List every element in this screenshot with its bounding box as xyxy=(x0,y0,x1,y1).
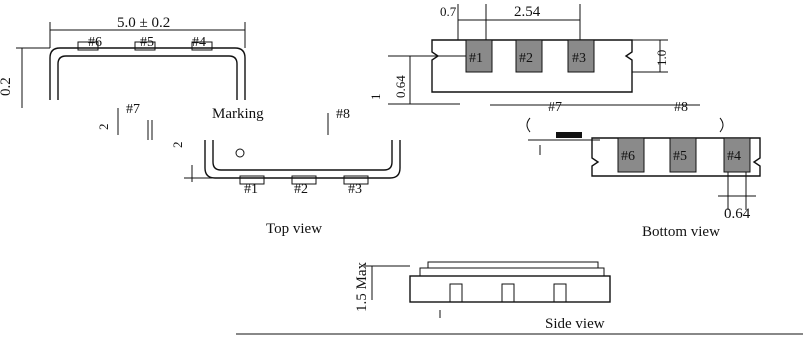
top-package-upper-outline xyxy=(49,47,246,100)
dim-1: 1 xyxy=(368,94,383,101)
top-left-dim: 0.2 xyxy=(0,77,14,96)
top-width-dim: 5.0 ± 0.2 xyxy=(117,15,170,31)
side-lid xyxy=(427,261,599,269)
bottom-pin-3: #3 xyxy=(572,51,586,66)
top-pin-1: #1 xyxy=(244,182,258,197)
side-height-dim: 1.5 Max xyxy=(354,262,370,312)
bottom-lower-strip xyxy=(591,137,761,177)
side-view: 1.5 Max Side view xyxy=(236,261,803,335)
top-pin-2: #2 xyxy=(294,182,308,197)
bottom-pin-6: #6 xyxy=(621,149,635,164)
top-small-dim-right: 2 xyxy=(170,142,185,149)
top-pin-5: #5 xyxy=(140,35,154,50)
bottom-upper-strip xyxy=(431,39,633,93)
pad-6 xyxy=(617,137,645,173)
side-body xyxy=(409,275,611,303)
bottom-pin-5: #5 xyxy=(673,149,687,164)
top-small-dim: 2 xyxy=(96,124,111,131)
pin1-marker xyxy=(235,148,245,158)
bottom-view: 0.7 2.54 #1 #2 #3 1.0 0.64 1 #7 #8 xyxy=(368,4,761,240)
bottom-view-caption: Bottom view xyxy=(642,224,720,240)
dim-0-7: 0.7 xyxy=(440,4,457,19)
pad-3 xyxy=(567,39,595,73)
bottom-pin-8: #8 xyxy=(674,100,688,115)
dim-0-64-left: 0.64 xyxy=(393,75,408,98)
top-pin-8: #8 xyxy=(336,107,350,122)
top-pin-6: #6 xyxy=(88,35,102,50)
top-pin-7: #7 xyxy=(126,102,140,117)
dim-1-0: 1.0 xyxy=(654,50,669,66)
top-pin-3: #3 xyxy=(348,182,362,197)
bottom-pin-7: #7 xyxy=(548,100,562,115)
top-view: 5.0 ± 0.2 #6 #5 #4 0.2 #7 2 Marking #8 2 xyxy=(0,15,401,237)
dim-2-54: 2.54 xyxy=(514,4,541,20)
pad-2 xyxy=(515,39,543,73)
bottom-pin-4: #4 xyxy=(727,149,741,164)
top-pin-4: #4 xyxy=(192,35,206,50)
pad-4 xyxy=(723,137,751,173)
bottom-pin-2: #2 xyxy=(519,51,533,66)
top-package-lower-outline xyxy=(204,140,401,179)
marking-label: Marking xyxy=(212,106,264,122)
pad-5 xyxy=(669,137,697,173)
dim-0-64-bottom: 0.64 xyxy=(724,206,751,222)
side-view-caption: Side view xyxy=(545,316,605,332)
pad-1 xyxy=(465,39,493,73)
top-view-caption: Top view xyxy=(266,221,322,237)
bottom-pin-1: #1 xyxy=(469,51,483,66)
